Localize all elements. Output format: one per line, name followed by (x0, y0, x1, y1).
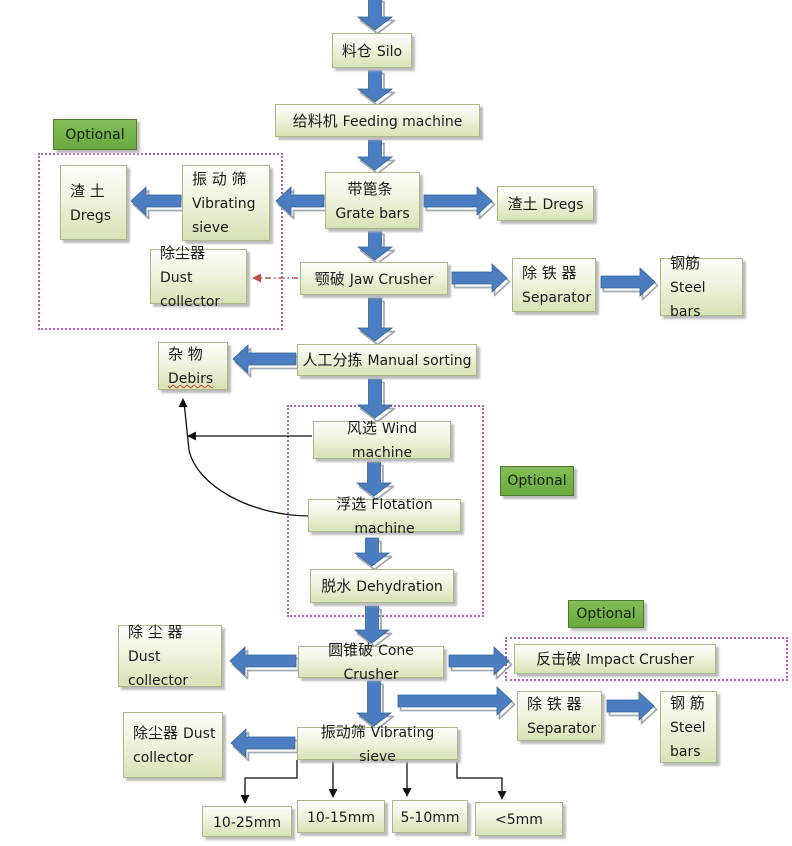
arrow-cone-to-dust2 (229, 646, 300, 680)
node-steel-bars-2: 钢 筋Steel bars (660, 691, 717, 763)
optional-tag-2: Optional (500, 466, 574, 496)
node-vibrating-sieve-1: 振 动 筛Vibrating sieve (182, 165, 270, 241)
node-dust-collector-1: 除尘器Dust collector (150, 244, 247, 310)
line-sieve2-to-10-25mm (240, 760, 298, 804)
line-sieve2-to-lt5mm (456, 760, 507, 800)
arrow-into-silo (356, 0, 396, 35)
optional-tag-1: Optional (53, 119, 137, 150)
node-separator-2: 除 铁 器Separator (517, 691, 602, 741)
optional-region-pre-screening (38, 153, 283, 330)
node-size-10-25mm: 10-25mm (202, 806, 292, 837)
node-steel-bars-1: 钢筋Steel bars (660, 254, 743, 320)
arrow-grate-to-jaw (356, 230, 396, 265)
arrow-separator1-to-steelbars1 (600, 267, 659, 301)
arrow-manual-to-debirs (232, 344, 300, 378)
node-size-10-15mm: 10-15mm (297, 800, 385, 833)
arrow-cone-to-separator2 (397, 686, 516, 720)
node-separator-1: 除 铁 器Separator (512, 258, 596, 312)
arrow-grate-to-dregs-right (423, 186, 496, 220)
node-size-5-10mm: 5-10mm (392, 800, 468, 833)
arrow-separator2-to-steelbars2 (606, 691, 658, 725)
node-dregs-left: 渣 土Dregs (60, 165, 127, 240)
arrow-jaw-to-separator1 (451, 263, 511, 297)
node-dust-collector-2: 除 尘 器Dust collector (118, 623, 222, 689)
node-grate-bars: 带篦条Grate bars (325, 172, 420, 229)
arrow-feeding-to-grate (356, 139, 396, 175)
arrow-cone-to-impact (448, 646, 513, 680)
arrow-sieve2-to-dust3 (230, 728, 299, 762)
node-size-lt5mm: <5mm (475, 802, 563, 836)
arrow-jaw-to-manual (356, 297, 396, 346)
optional-tag-3: Optional (568, 600, 644, 628)
node-debirs: 杂 物Debirs (158, 342, 228, 390)
arrow-grate-to-sieve1 (275, 186, 328, 220)
arrow-silo-to-feeding (356, 69, 396, 107)
